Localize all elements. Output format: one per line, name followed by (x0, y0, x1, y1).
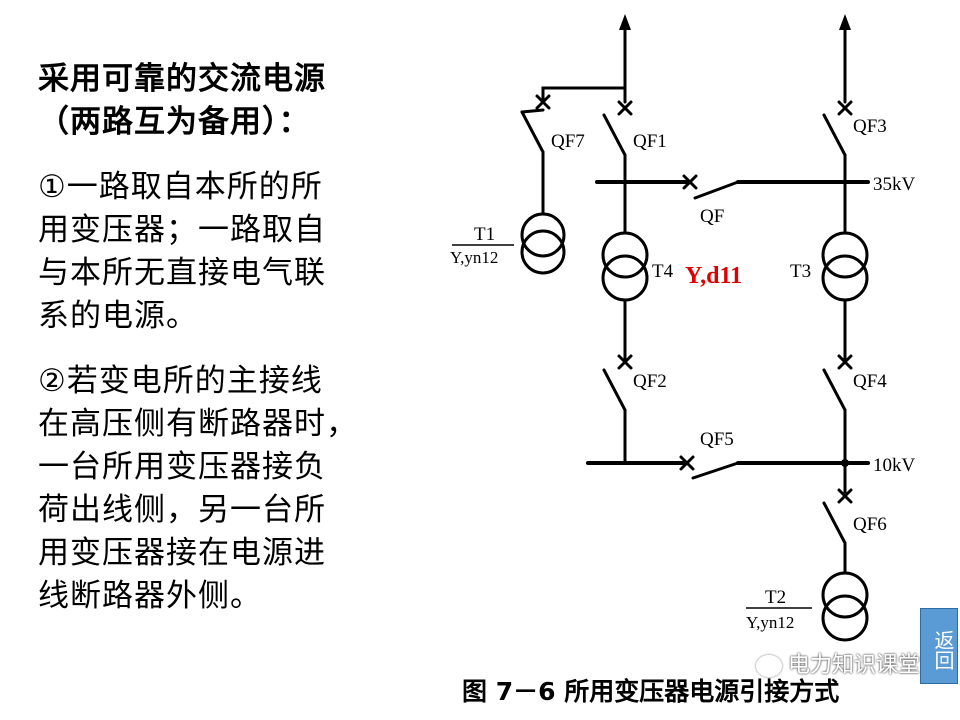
watermark: 电力知识课堂 (756, 648, 932, 684)
p2-line-5: 用变压器接在电源进 (38, 535, 326, 571)
figure-caption: 图 7－6 所用变压器电源引接方式 (462, 677, 839, 706)
p1-line-4: 系的电源。 (38, 298, 198, 334)
qf2-contact-mark (617, 354, 633, 370)
label-qf: QF (700, 206, 724, 227)
p1-line-1: ①一路取自本所的所 (38, 169, 323, 205)
left-incoming-arrow (619, 14, 631, 30)
title-line-1: 采用可靠的交流电源 (38, 61, 326, 97)
qf7-contact-mark (535, 94, 551, 110)
slide-text: 采用可靠的交流电源 （两路互为备用）： ①一路取自本所的所 用变压器；一路取自 … (38, 58, 398, 640)
qf1-breaker (602, 113, 627, 157)
connection-group-annotation: Y,d11 (685, 263, 742, 289)
qf2-breaker (602, 368, 627, 412)
p2-line-4: 荷出线侧，另一台所 (38, 492, 326, 528)
qf1-contact-mark (617, 100, 633, 116)
return-button-label: 返回 (931, 630, 955, 670)
label-qf6: QF6 (853, 514, 887, 535)
qf4-breaker (822, 368, 847, 412)
p2-line-6: 线断路器外侧。 (38, 578, 262, 614)
bus-10kv-junction (841, 459, 849, 467)
label-qf7: QF7 (551, 131, 585, 152)
transformer-t2 (821, 571, 869, 642)
qf5-contact-mark (679, 455, 695, 471)
qf4-contact-mark (837, 354, 853, 370)
label-t2: T2 (765, 587, 786, 608)
label-10kv-bus: 10kV (873, 455, 916, 476)
label-qf3: QF3 (853, 116, 887, 137)
p1-line-2: 用变压器；一路取自 (38, 212, 326, 248)
qf-contact-mark (682, 174, 698, 190)
transformer-t1 (520, 212, 566, 275)
label-t3: T3 (790, 261, 811, 282)
label-qf1: QF1 (633, 131, 667, 152)
qf3-contact-mark (837, 100, 853, 116)
qf-tie-breaker (693, 180, 740, 200)
paragraph-2: ②若变电所的主接线 在高压侧有断路器时， 一台所用变压器接负 荷出线侧，另一台所… (38, 360, 398, 618)
label-t1-group: Y,yn12 (450, 248, 498, 267)
paragraph-1: ①一路取自本所的所 用变压器；一路取自 与本所无直接电气联 系的电源。 (38, 166, 398, 338)
label-35kv-bus: 35kV (873, 174, 916, 195)
watermark-text: 电力知识课堂 (788, 653, 921, 678)
label-qf4: QF4 (853, 371, 887, 392)
right-incoming-arrow (839, 14, 851, 30)
qf3-breaker (822, 113, 847, 157)
qf5-tie-breaker (691, 461, 740, 480)
wechat-icon (756, 655, 782, 677)
qf6-contact-mark (837, 488, 853, 504)
p2-line-1: ②若变电所的主接线 (38, 363, 323, 399)
qf7-breaker (520, 108, 545, 114)
slide-title: 采用可靠的交流电源 （两路互为备用）： (38, 58, 398, 144)
p2-line-3: 一台所用变压器接负 (38, 449, 326, 485)
title-line-2: （两路互为备用）： (38, 104, 311, 140)
p2-line-2: 在高压侧有断路器时， (38, 406, 358, 442)
return-button[interactable]: 返回 (920, 608, 958, 684)
label-t4: T4 (652, 261, 674, 282)
label-t1: T1 (474, 224, 495, 245)
label-t2-group: Y,yn12 (746, 613, 794, 632)
label-qf5: QF5 (700, 429, 734, 450)
p1-line-3: 与本所无直接电气联 (38, 255, 326, 291)
qf6-breaker (822, 501, 847, 545)
transformer-t3 (821, 231, 869, 302)
qf7-branch-line (541, 86, 627, 104)
transformer-t4 (601, 231, 649, 302)
label-qf2: QF2 (633, 371, 667, 392)
